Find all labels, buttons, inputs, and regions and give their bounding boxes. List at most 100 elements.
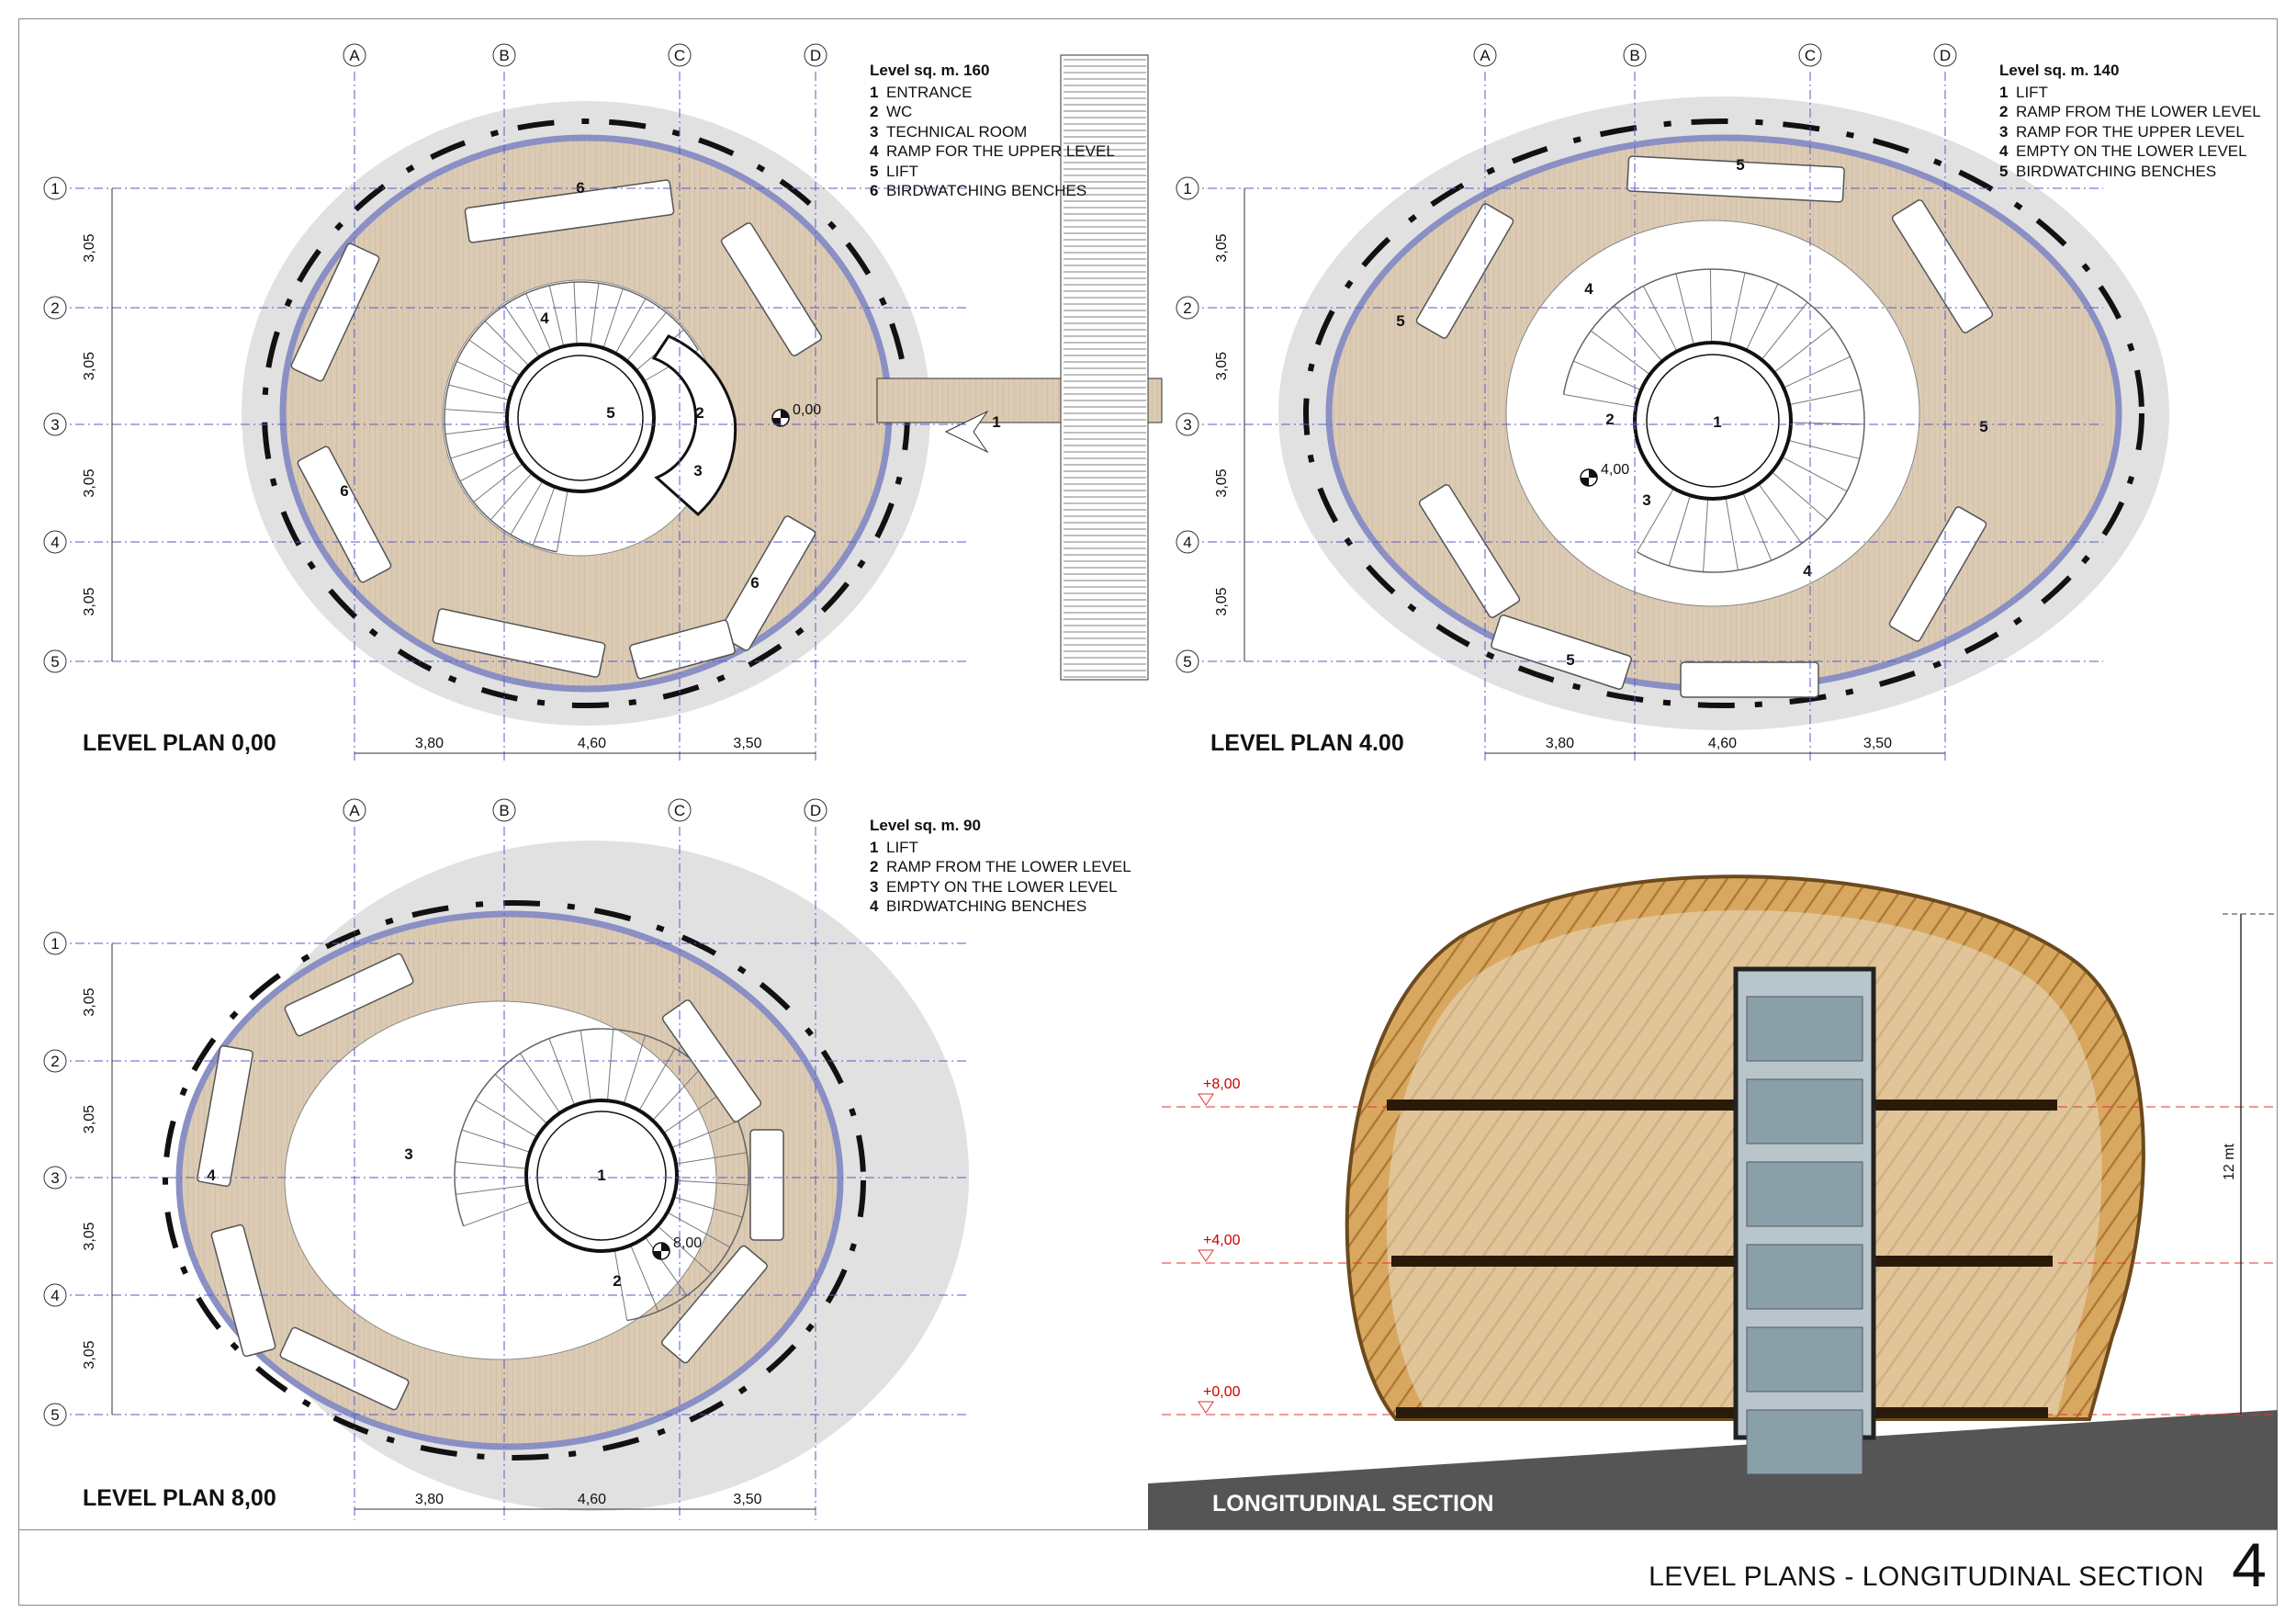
level-marker-fill [772, 410, 789, 426]
ramp-step [525, 293, 554, 355]
ramp-step [637, 1048, 676, 1112]
ramp-step [463, 1200, 533, 1227]
grid-row-label: 5 [51, 653, 59, 671]
ramp-step [1779, 355, 1851, 390]
ramp-step [448, 384, 514, 402]
grid-bubble [1176, 530, 1199, 554]
legend-number: 2 [1999, 103, 2009, 120]
grid-bubble [43, 649, 67, 673]
grid-bubble [804, 43, 827, 67]
birdwatching-bench [720, 222, 823, 356]
ramp-edge [1562, 268, 1865, 573]
column-dimension: 3,80 [415, 736, 444, 751]
ramp-step [1614, 305, 1666, 366]
ramp-step [656, 1224, 712, 1275]
birdwatching-bench [197, 1044, 253, 1188]
grid-column-label: C [674, 802, 685, 819]
column-dimension: 3,80 [415, 1492, 444, 1507]
grid-bubble [492, 798, 516, 822]
lift-glazing [1746, 1244, 1863, 1310]
level-value: 4,00 [1601, 462, 1629, 478]
grid-bubble [1176, 296, 1199, 320]
shell-structure [1303, 118, 2144, 708]
legend-text: LIFT [2016, 83, 2048, 101]
grid-bubble [43, 530, 67, 554]
row-dimension: 3,05 [82, 1340, 97, 1369]
grid-column-label: D [810, 47, 821, 64]
grid-bubble [43, 296, 67, 320]
legend-number: 6 [870, 182, 879, 199]
ramp-step [650, 1067, 702, 1122]
sheet-frame [18, 18, 2278, 1606]
row-dimension: 3,05 [1214, 587, 1230, 615]
sheet-number: 4 [2232, 1530, 2267, 1600]
grid-bubble [492, 43, 516, 67]
ramp-step [1637, 484, 1677, 553]
grid-bubble [43, 1166, 67, 1190]
column-dimension: 4,60 [578, 1492, 606, 1507]
ramp-step [461, 1129, 533, 1154]
ramp-step [484, 321, 533, 369]
level-value: 8,00 [673, 1235, 702, 1251]
ramp-step [473, 459, 527, 502]
ramp-step [459, 449, 520, 482]
column-dimension: 4,60 [578, 736, 606, 751]
entrance-arrow-icon [944, 410, 989, 454]
ramp-step [468, 339, 524, 379]
birdwatching-bench [1891, 199, 1994, 333]
ramp-step [445, 409, 512, 414]
room-number: 5 [1566, 651, 1574, 669]
ramp-step [665, 1211, 731, 1248]
ramp-step [510, 477, 546, 536]
ramp-step [548, 285, 566, 352]
legend-number: 4 [1999, 142, 2009, 160]
grid-bubble [1623, 43, 1647, 67]
column-dimension: 3,50 [733, 1492, 761, 1507]
grid-bubble [668, 798, 692, 822]
room-number: 2 [613, 1272, 621, 1290]
ramp-step [1563, 393, 1641, 409]
ramp-edge [444, 281, 699, 553]
ramp-step [1784, 438, 1860, 459]
birdwatching-bench [1491, 615, 1632, 690]
room-number: 4 [1584, 280, 1593, 298]
level-arrow-icon [1198, 1093, 1214, 1106]
ramp-step [674, 1179, 748, 1186]
legend-number: 5 [1999, 162, 2009, 180]
grid-bubble [43, 176, 67, 200]
grid-bubble [343, 43, 366, 67]
ramp-step [1675, 273, 1696, 350]
room-number: 4 [207, 1167, 216, 1184]
section-level-label: +0,00 [1203, 1384, 1241, 1400]
ramp-step [548, 1038, 576, 1108]
grid-bubble [43, 1283, 67, 1307]
ramp-step [1573, 360, 1646, 392]
grid-column-label: B [499, 47, 509, 64]
grid-bubble [343, 798, 366, 822]
column-dimension: 4,60 [1708, 736, 1737, 751]
row-dimension: 3,05 [82, 1222, 97, 1250]
floor-slab-section [1391, 1256, 2053, 1267]
ramp-step [623, 311, 667, 366]
grid-bubble [1176, 176, 1199, 200]
grid-row-label: 4 [1183, 534, 1191, 551]
level-arrow-icon [1198, 1401, 1214, 1414]
legend-text: LIFT [886, 162, 918, 180]
ramp-step [1724, 492, 1739, 570]
room-number: 5 [1979, 418, 1987, 435]
section-level-label: +4,00 [1203, 1233, 1241, 1248]
ramp-step [1743, 283, 1779, 355]
ramp-step [1770, 326, 1833, 376]
ramp-step [456, 361, 518, 390]
plan-title-0: LEVEL PLAN 0,00 [83, 730, 276, 756]
